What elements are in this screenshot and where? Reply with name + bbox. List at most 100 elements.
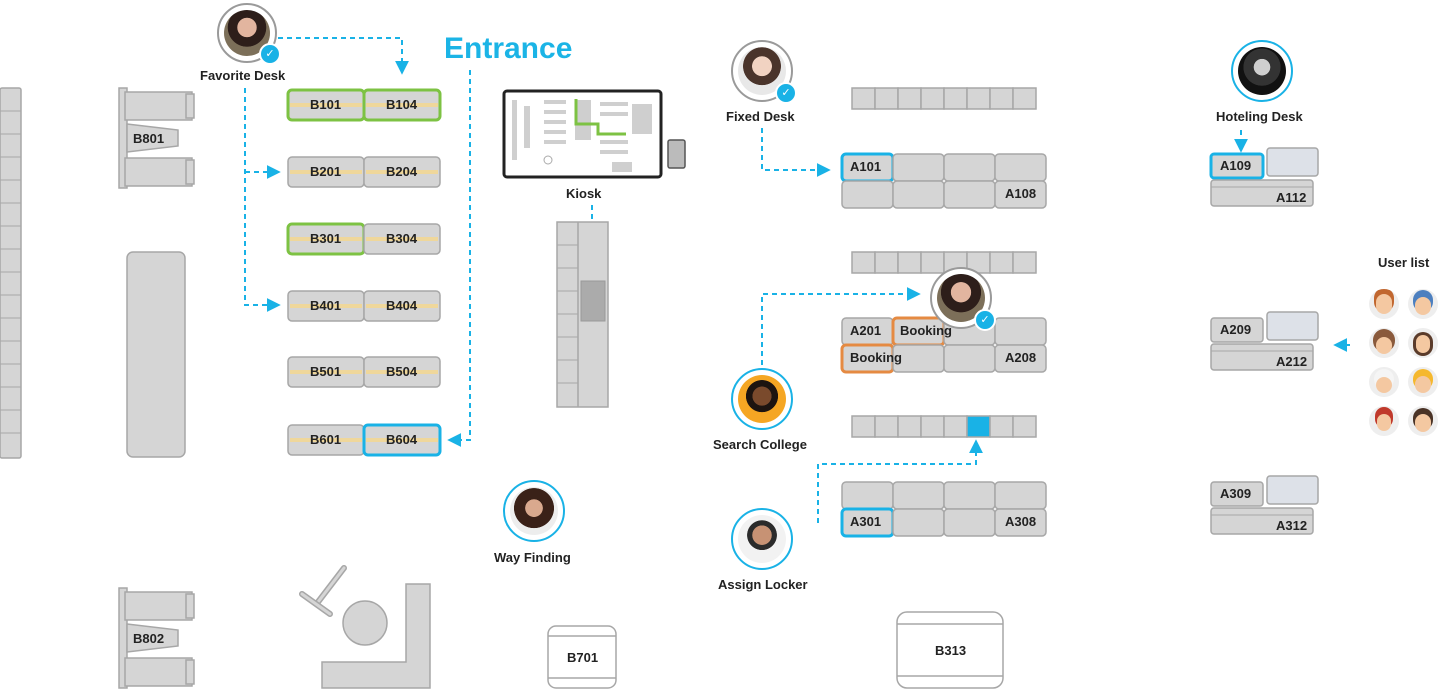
desk-b101-label: B101 [310,97,342,112]
locker[interactable] [897,87,922,110]
way-finding-avatar[interactable] [503,480,565,542]
check-icon: ✓ [259,43,281,65]
seat-stripe [366,438,438,442]
booking-label-1: Booking [900,323,952,338]
a-desk[interactable] [994,481,1047,510]
desk-b501-label: B501 [310,364,342,379]
locker[interactable] [851,415,876,438]
a-desk[interactable] [943,508,996,537]
seat-stripe [290,304,362,308]
hoteling-desks [1209,147,1319,535]
desk-b504-label: B504 [386,364,418,379]
seat-stripe [366,170,438,174]
hoteling-desk-a109[interactable] [1209,152,1265,180]
room-b701[interactable] [547,625,617,689]
search-college-label: Search College [713,437,807,452]
seat-stripe [366,103,438,107]
b-desk-rows [286,88,442,457]
locker-assigned[interactable] [966,415,991,438]
fixed-desk-avatar[interactable]: ✓ [731,40,797,104]
check-icon: ✓ [775,82,797,104]
a-desk[interactable] [892,481,945,510]
search-result-avatar[interactable]: ✓ [930,267,996,331]
seat-stripe [290,237,362,241]
user-icon[interactable] [1408,367,1438,397]
locker[interactable] [966,87,991,110]
user-icon[interactable] [1369,406,1399,436]
room-b801[interactable] [118,87,195,189]
locker[interactable] [874,251,899,274]
locker[interactable] [989,251,1014,274]
desk-a208-label: A208 [1005,350,1037,365]
user-list-label: User list [1378,255,1430,270]
kiosk-label: Kiosk [566,186,602,201]
locker[interactable] [920,87,945,110]
locker[interactable] [989,415,1014,438]
hoteling-desk-a309[interactable] [1210,481,1264,507]
hoteling-a312-label: A312 [1276,518,1308,533]
a-desk[interactable] [892,153,945,182]
favorite-desk-label: Favorite Desk [200,68,286,83]
hoteling-a209-label: A209 [1220,322,1252,337]
a-desk[interactable] [943,153,996,182]
locker[interactable] [1012,251,1037,274]
desk-a308-label: A308 [1005,514,1037,529]
locker[interactable] [897,415,922,438]
seat-stripe [290,103,362,107]
a-desk[interactable] [994,153,1047,182]
desk-b601-label: B601 [310,432,342,447]
a-desk[interactable] [841,481,894,510]
locker[interactable] [1012,87,1037,110]
desk-a108-label: A108 [1005,186,1037,201]
desk-b204-label: B204 [386,164,418,179]
entrance-label: Entrance [444,32,573,65]
favorite-desk-avatar[interactable]: ✓ [217,3,281,65]
a-desk[interactable] [994,344,1047,373]
booking-label-2: Booking [850,350,902,365]
locker[interactable] [989,87,1014,110]
user-icon[interactable] [1369,367,1399,397]
user-icon[interactable] [1408,289,1438,319]
user-icon[interactable] [1369,328,1399,358]
user-icon[interactable] [1408,328,1438,358]
locker[interactable] [943,87,968,110]
locker[interactable] [851,251,876,274]
locker[interactable] [920,415,945,438]
assign-locker-avatar[interactable] [731,508,793,570]
user-icon[interactable] [1408,406,1438,436]
hoteling-desk-a209[interactable] [1210,317,1264,343]
desk-b104-label: B104 [386,97,418,112]
hoteling-a109-label: A109 [1220,158,1252,173]
locker[interactable] [874,415,899,438]
a-desk[interactable] [943,344,996,373]
a-desk[interactable] [943,180,996,209]
a-desk[interactable] [943,481,996,510]
user-icon[interactable] [1369,289,1399,319]
locker[interactable] [1012,415,1037,438]
a-desk[interactable] [994,508,1047,537]
hoteling-monitor [1266,475,1319,505]
wall-rack-lines [0,110,21,434]
locker[interactable] [851,87,876,110]
room-b313[interactable] [896,611,1004,689]
desk-b404-label: B404 [386,298,418,313]
kiosk-screen[interactable] [502,89,663,179]
locker-bank [556,221,609,408]
seat-stripe [366,304,438,308]
search-college-avatar[interactable] [731,368,793,430]
a-desk-clusters [840,152,1047,538]
locker[interactable] [920,251,945,274]
room-b802[interactable] [118,587,195,689]
a-desk[interactable] [892,180,945,209]
room-b802-label: B802 [133,631,165,646]
locker[interactable] [874,87,899,110]
a-desk[interactable] [994,317,1047,346]
locker[interactable] [943,415,968,438]
way-finding-label: Way Finding [494,550,571,565]
hoteling-desk-avatar[interactable] [1231,40,1293,102]
a-desk[interactable] [994,180,1047,209]
a-desk[interactable] [892,508,945,537]
wall-rack [0,87,22,459]
locker[interactable] [897,251,922,274]
a-desk[interactable] [841,180,894,209]
